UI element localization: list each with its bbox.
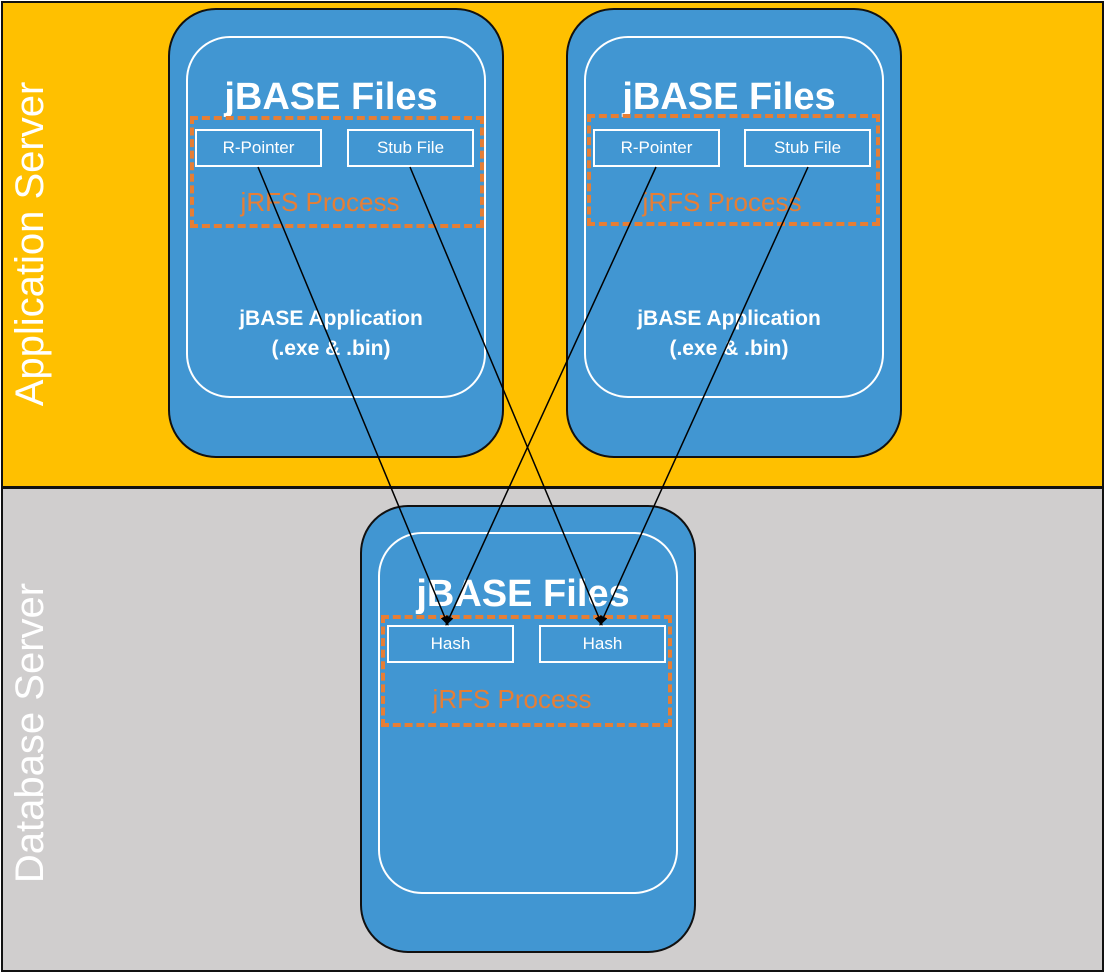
app-server-1-r-pointer: R-Pointer (195, 129, 322, 167)
app-server-2-jrfs-label: jRFS Process (642, 187, 802, 217)
application-server-label: Application Server (8, 81, 52, 407)
app-server-1-application-line1: jBASE Application (239, 307, 423, 330)
application-server-band (1, 1, 1104, 488)
app-server-1-files-title: jBASE Files (224, 76, 438, 118)
app-server-1-application-line2: (.exe & .bin) (271, 337, 391, 360)
db-server-hash-1: Hash (387, 625, 514, 663)
app-server-2-r-pointer: R-Pointer (593, 129, 720, 167)
db-server-hash-2: Hash (539, 625, 666, 663)
app-server-2-application-text: jBASE Application (.exe & .bin) (637, 304, 821, 364)
db-server-jrfs-label: jRFS Process (432, 684, 592, 714)
app-server-2-application-line1: jBASE Application (637, 307, 821, 330)
db-server-files-title: jBASE Files (416, 573, 630, 615)
app-server-2-files-title: jBASE Files (622, 76, 836, 118)
app-server-2-application-line2: (.exe & .bin) (669, 337, 789, 360)
app-server-1-stub-file: Stub File (347, 129, 474, 167)
app-server-1-jrfs-label: jRFS Process (240, 187, 400, 217)
database-server-label: Database Server (8, 582, 52, 884)
app-server-1-application-text: jBASE Application (.exe & .bin) (239, 304, 423, 364)
app-server-2-stub-file: Stub File (744, 129, 871, 167)
